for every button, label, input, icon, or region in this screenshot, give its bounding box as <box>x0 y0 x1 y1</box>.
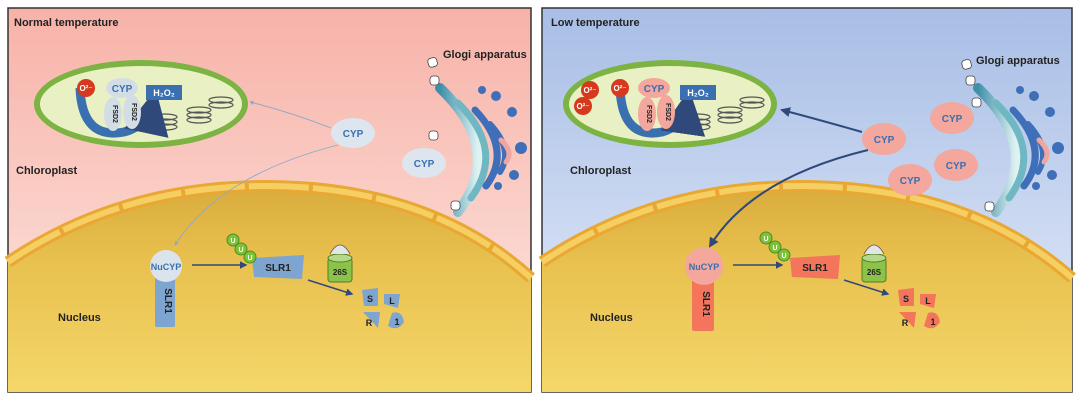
slr1-fragments-low <box>898 288 940 329</box>
fsd2-right-label-normal: FSD2 <box>130 103 137 121</box>
chloroplast-low: O²⁻ O²⁻ O²⁻ CYP FSD2 FSD2 H₂O₂ <box>563 60 777 148</box>
superoxide-low-2 <box>574 97 592 115</box>
ubiquitin-label-low-1: U <box>763 236 768 243</box>
cyp-cytosol-label-normal-1: CYP <box>343 129 364 140</box>
cyp-chloroplast-low <box>638 78 670 98</box>
arrow-slr1-degradation-low <box>843 279 890 296</box>
ubiquitin-label-low-3: U <box>781 253 786 260</box>
slr1-vertical-label-low: SLR1 <box>700 291 711 317</box>
cyp-chloroplast-normal <box>106 78 138 98</box>
fsd2-left-low <box>638 97 656 131</box>
panel-low-title: Low temperature <box>551 17 640 29</box>
cyp-cytosol-normal-1 <box>331 118 375 148</box>
chloroplast-label-normal: Chloroplast <box>16 165 77 177</box>
superoxide-label-low-2: O²⁻ <box>576 102 589 111</box>
cyp-cytosol-low-4 <box>888 164 932 196</box>
ubiquitin-label-low-2: U <box>772 245 777 252</box>
ubiquitin-label-normal-3: U <box>247 255 252 262</box>
fsd2-left-label-low: FSD2 <box>645 105 652 123</box>
nucyp-low <box>685 247 723 285</box>
panel-normal-temperature: Normal temperature Nucleus O²⁻ CYP FSD2 … <box>4 7 536 393</box>
fragment-label-low-1: 1 <box>930 317 935 327</box>
h2o2-label-low: H₂O₂ <box>687 88 709 98</box>
chloroplast-normal: O²⁻ CYP FSD2 FSD2 H₂O₂ <box>34 60 248 148</box>
slr1-target-label-low: SLR1 <box>802 263 828 274</box>
fragment-label-normal-1: 1 <box>394 317 399 327</box>
arrow-cyp-to-chloroplast-normal <box>249 100 332 129</box>
golgi-low <box>961 59 1064 217</box>
cyp-chloroplast-label-normal: CYP <box>112 84 133 95</box>
h2o2-box-normal <box>146 85 182 100</box>
chloroplast-label-low: Chloroplast <box>570 165 631 177</box>
cyp-cytosol-low-1 <box>862 123 906 155</box>
nucyp-label-normal: NuCYP <box>151 262 182 272</box>
fragment-label-normal-s: S <box>367 294 373 304</box>
ubiquitin-chain-low <box>759 231 791 262</box>
proteasome-label-normal: 26S <box>333 268 348 277</box>
nucleus-label-low: Nucleus <box>590 312 633 324</box>
nucleus-normal <box>8 186 531 392</box>
proteasome-low <box>861 244 887 283</box>
cyp-cytosol-low-2 <box>930 102 974 134</box>
fragment-label-low-r: R <box>902 318 909 328</box>
cyp-cytosol-label-low-2: CYP <box>942 114 963 125</box>
golgi-label-normal: Glogi apparatus <box>443 49 527 61</box>
slr1-vertical-label-normal: SLR1 <box>162 288 173 314</box>
superoxide-low-3 <box>611 79 629 97</box>
slr1-target-low <box>790 255 840 279</box>
cyp-cytosol-normal-2 <box>402 148 446 178</box>
arrow-slr1-degradation-normal <box>307 279 354 296</box>
golgi-normal <box>427 57 527 217</box>
arrow-cyp-to-nucleus-low <box>708 149 869 248</box>
slr1-fragments-normal <box>362 288 404 329</box>
superoxide-low-1 <box>581 81 599 99</box>
dismutation-arrow-normal <box>75 87 169 138</box>
panel-normal-title: Normal temperature <box>14 17 119 29</box>
nucyp-label-low: NuCYP <box>689 262 720 272</box>
fsd2-right-normal <box>123 95 141 129</box>
superoxide-label-normal-1: O²⁻ <box>79 84 92 93</box>
ubiquitin-chain-normal <box>226 233 257 264</box>
fsd2-left-label-normal: FSD2 <box>111 105 118 123</box>
cyp-cytosol-low-3 <box>934 149 978 181</box>
arrow-cyp-to-nucleus-normal <box>174 144 339 246</box>
cyp-cytosol-label-normal-2: CYP <box>414 159 435 170</box>
superoxide-label-low-3: O²⁻ <box>613 84 626 93</box>
fsd2-right-low <box>657 95 675 129</box>
cyp-cytosol-label-low-4: CYP <box>900 176 921 187</box>
h2o2-label-normal: H₂O₂ <box>153 88 175 98</box>
nucyp-normal <box>150 250 182 282</box>
ubiquitin-label-normal-2: U <box>238 247 243 254</box>
fragment-label-normal-r: R <box>366 318 373 328</box>
superoxide-label-low-1: O²⁻ <box>583 86 596 95</box>
slr1-target-label-normal: SLR1 <box>265 263 291 274</box>
nucleus-low <box>542 186 1072 392</box>
superoxide-normal-1 <box>77 79 95 97</box>
panel-low-temperature: Low temperature Nucleus O²⁻ O²⁻ O²⁻ CYP <box>538 7 1076 393</box>
fsd2-right-label-low: FSD2 <box>664 103 671 121</box>
nuclear-pores-low <box>540 182 1074 281</box>
proteasome-normal <box>327 244 353 283</box>
dismutation-arrow-low <box>615 87 706 138</box>
slr1-vertical-normal <box>155 275 175 327</box>
fragment-label-normal-l: L <box>389 296 395 306</box>
ubiquitin-label-normal-1: U <box>230 238 235 245</box>
h2o2-box-low <box>680 85 716 100</box>
arrow-cyp-to-chloroplast-low <box>780 107 863 133</box>
fsd2-left-normal <box>104 97 122 131</box>
cyp-cytosol-label-low-1: CYP <box>874 135 895 146</box>
cyp-cytosol-label-low-3: CYP <box>946 161 967 172</box>
proteasome-label-low: 26S <box>867 268 882 277</box>
slr1-target-normal <box>252 255 304 279</box>
nucleus-label-normal: Nucleus <box>58 312 101 324</box>
golgi-label-low: Glogi apparatus <box>976 55 1060 67</box>
slr1-vertical-low <box>692 277 714 331</box>
fragment-label-low-s: S <box>903 294 909 304</box>
chloroplast-inner-normal <box>40 66 242 142</box>
nuclear-pores-normal <box>6 182 534 281</box>
cyp-chloroplast-label-low: CYP <box>644 84 665 95</box>
fragment-label-low-l: L <box>925 296 931 306</box>
